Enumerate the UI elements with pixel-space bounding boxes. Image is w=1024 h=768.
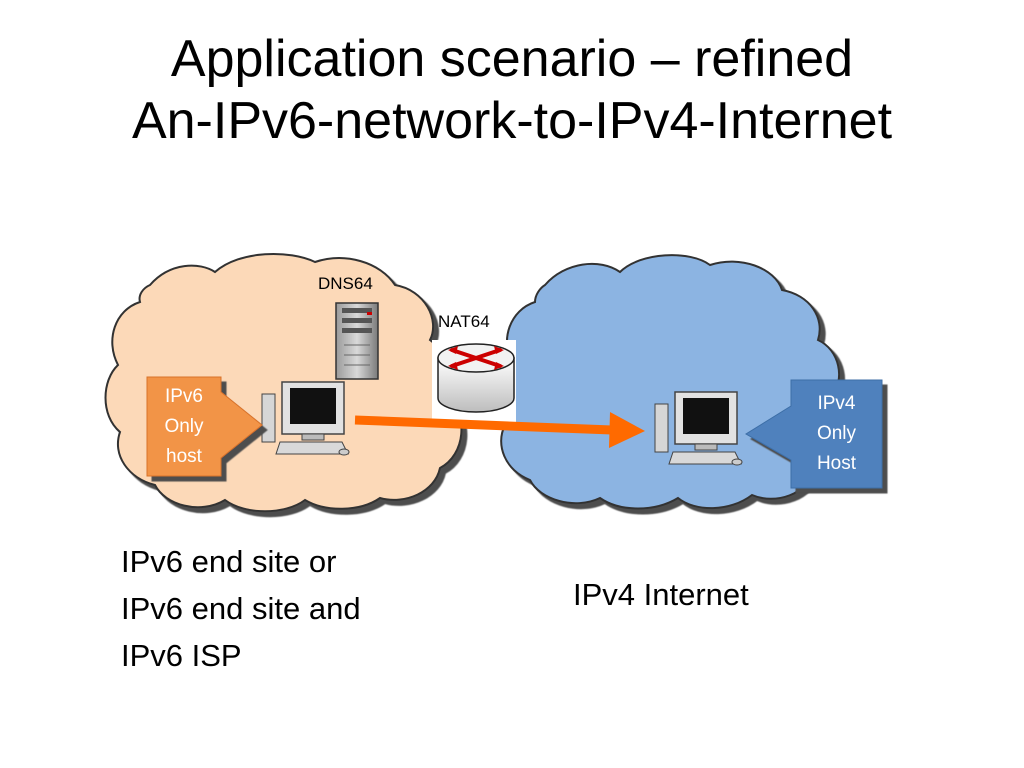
ipv6-callout-text: IPv6 Only host <box>164 386 204 467</box>
title-line-1: Application scenario – refined <box>170 30 854 88</box>
ipv4-internet-caption: IPv4 Internet <box>573 577 749 612</box>
ipv6-site-caption: IPv6 end site or IPv6 end site and IPv6 … <box>121 544 361 673</box>
ipv4-only-host-callout <box>745 379 883 489</box>
nat64-label: NAT64 <box>438 312 490 331</box>
router-icon <box>432 340 516 422</box>
title-line-2: An-IPv6-network-to-IPv4-Internet <box>131 92 893 150</box>
flow-arrow <box>354 412 645 448</box>
ipv6-only-host-callout <box>146 376 263 477</box>
server-icon <box>335 302 379 380</box>
computer-icon <box>654 391 743 466</box>
slide-title: Application scenario – refined An-IPv6-n… <box>0 28 1024 152</box>
computer-icon <box>261 381 350 456</box>
ipv4-internet-cloud <box>495 254 842 510</box>
dns64-label: DNS64 <box>318 274 373 293</box>
ipv4-callout-text: IPv4 Only Host <box>816 393 857 474</box>
